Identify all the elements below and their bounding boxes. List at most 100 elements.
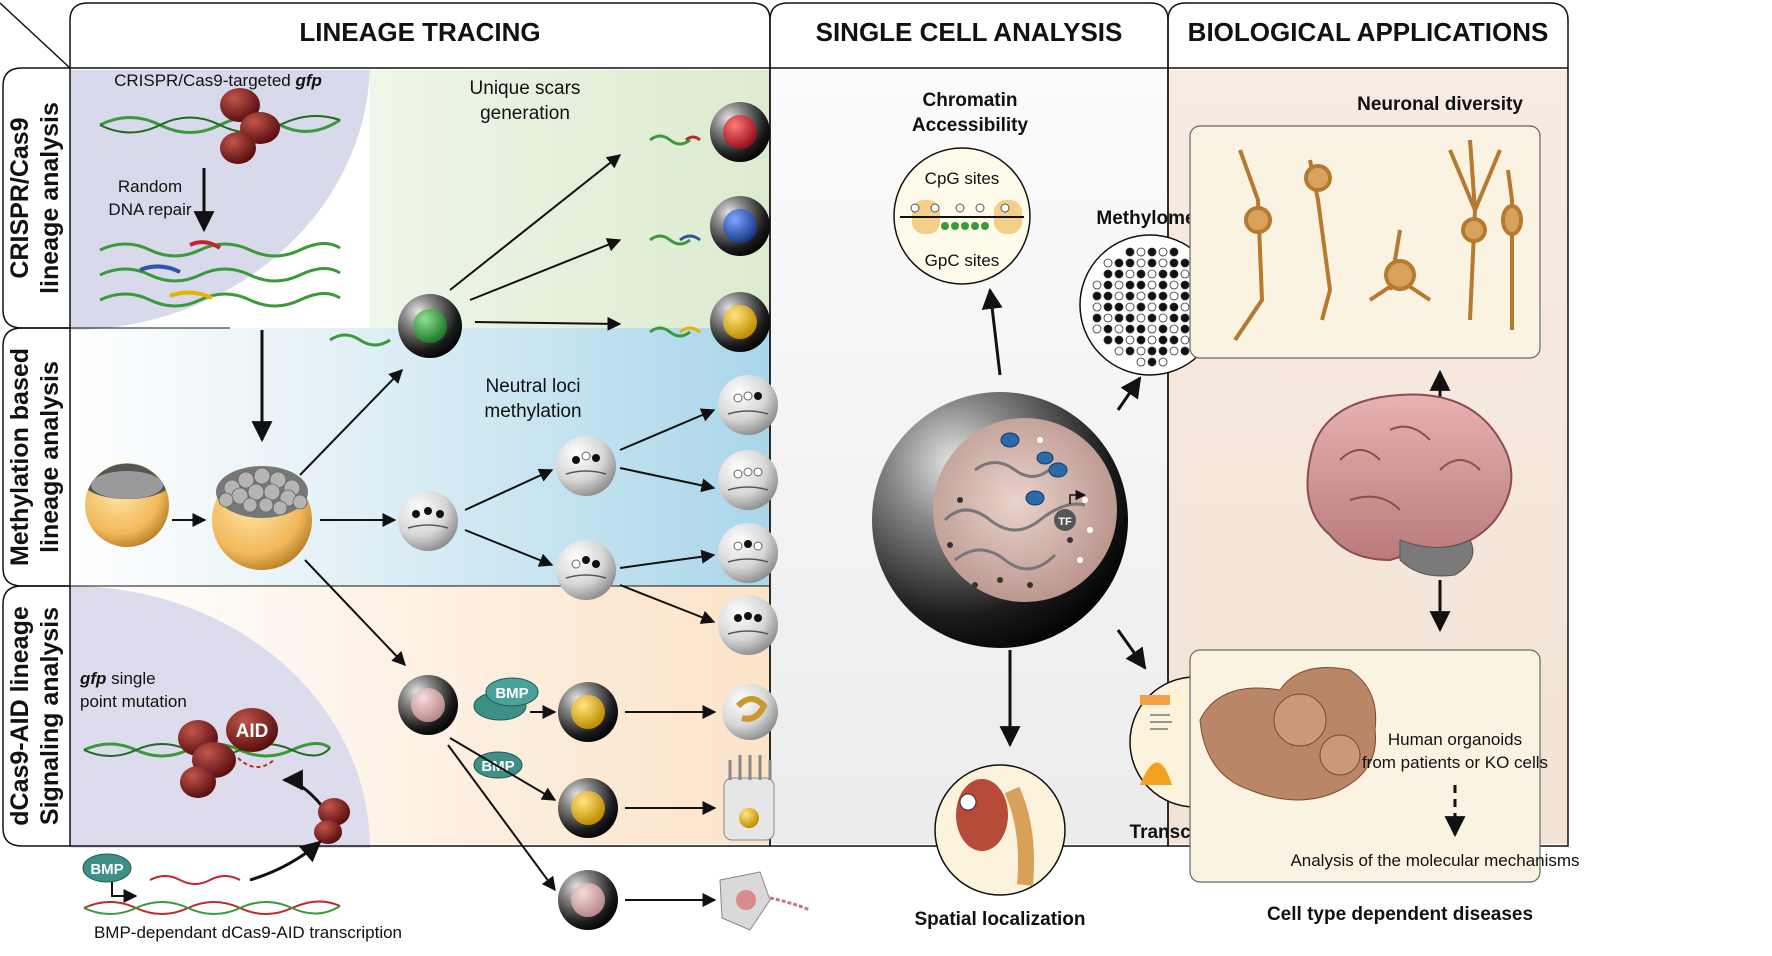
methylome-text: Methylome	[1096, 208, 1195, 229]
methylation-dot	[1147, 346, 1157, 356]
methylation-dot	[1092, 291, 1102, 301]
methylation-section: Neutral loci methylation	[398, 375, 778, 655]
methylation-dot	[1158, 357, 1168, 367]
methylation-dot	[1125, 258, 1135, 268]
methylation-dot	[1103, 291, 1113, 301]
methylation-dot	[1158, 302, 1168, 312]
methylation-dot	[1180, 346, 1190, 356]
methylation-dot	[1136, 247, 1146, 257]
neuron-box	[1189, 125, 1541, 359]
svg-text:BMP: BMP	[495, 685, 528, 702]
methylation-dot	[1103, 280, 1113, 290]
meth-cell-leaf-4	[718, 595, 778, 655]
side-labels: CRISPR/Cas9 lineage analysis Methylation…	[6, 102, 64, 826]
methylation-dot	[1103, 324, 1113, 334]
scar-cell-blue	[710, 196, 770, 256]
green-panel	[370, 70, 770, 328]
loci-text-1: Neutral loci	[485, 376, 580, 397]
diff-cell-curled	[722, 684, 778, 740]
crispr-lavender-bg	[70, 70, 370, 331]
methylation-dot	[1103, 258, 1113, 268]
organoids-text-1: Human organoids	[1388, 730, 1522, 749]
methylation-dot	[1092, 280, 1102, 290]
methylation-dot	[1180, 291, 1190, 301]
spatial-circle	[934, 764, 1066, 896]
methylation-dot	[1092, 302, 1102, 312]
methylation-dot	[1125, 291, 1135, 301]
signal-cell-root	[398, 675, 458, 735]
side-dcas-line1: dCas9-AID lineage	[6, 606, 34, 826]
signal-cell-pink	[558, 870, 618, 930]
signal-cell-gold	[558, 682, 618, 742]
spatial-text: Spatial localization	[914, 909, 1085, 930]
methylation-dot	[1158, 291, 1168, 301]
methylation-dot	[1136, 291, 1146, 301]
methylation-dot	[1136, 280, 1146, 290]
aid-label: AID	[236, 721, 269, 742]
methylation-dot	[1147, 313, 1157, 323]
side-crispr-line2: lineage analysis	[36, 102, 64, 294]
green-progenitor-cell	[398, 294, 462, 358]
scars-text-2: generation	[480, 103, 570, 124]
diff-cell-hair	[723, 755, 775, 841]
side-meth-line1: Methylation based	[6, 348, 34, 566]
repair-text-1: Random	[118, 177, 182, 196]
brain-icon	[1306, 393, 1513, 577]
methylation-dot	[1180, 335, 1190, 345]
side-crispr-line1: CRISPR/Cas9	[6, 117, 34, 278]
side-dcas-line2: Signaling analysis	[36, 607, 64, 825]
bmp-transcription-text: BMP-dependant dCas9-AID transcription	[94, 923, 402, 942]
methylation-dot	[1169, 258, 1179, 268]
single-cell-section: Chromatin Accessibility CpG sites GpC si…	[872, 90, 1261, 930]
methylation-dot	[1114, 258, 1124, 268]
methylation-dot	[1169, 324, 1179, 334]
signal-cell-yellow	[558, 778, 618, 838]
methylation-dot	[1092, 313, 1102, 323]
crispr-dna-target	[99, 115, 341, 134]
methylation-dot	[1169, 247, 1179, 257]
methylation-dot	[1114, 313, 1124, 323]
methylation-dot	[1125, 280, 1135, 290]
methylation-dot	[1169, 280, 1179, 290]
embryo-morula	[212, 466, 312, 570]
big-cell: TF	[872, 392, 1128, 648]
meth-cell-leaf-1	[718, 375, 778, 435]
header-single-cell: SINGLE CELL ANALYSIS	[816, 17, 1123, 47]
meth-cell-leaf-2	[718, 450, 778, 510]
svg-text:CpG sites: CpG sites	[925, 169, 1000, 188]
methylation-dot	[1114, 324, 1124, 334]
dcas9-aid-complex-icon: AID	[178, 708, 278, 798]
methylation-dot	[1147, 258, 1157, 268]
svg-text:GpC sites: GpC sites	[925, 251, 1000, 270]
methylation-dot	[1136, 335, 1146, 345]
methylation-dot	[1125, 269, 1135, 279]
tf-label: TF	[1058, 516, 1072, 528]
methylation-dot	[1180, 324, 1190, 334]
methylation-dot	[1114, 302, 1124, 312]
methylation-dot	[1147, 269, 1157, 279]
methylation-dot	[1114, 291, 1124, 301]
bmp-promoter-dna	[83, 900, 341, 915]
methylation-dot	[1169, 335, 1179, 345]
oocyte-cell	[85, 463, 169, 547]
methylation-dot	[1169, 269, 1179, 279]
mechanisms-text: Analysis of the molecular mechanisms	[1290, 851, 1579, 870]
methylation-dot	[1136, 313, 1146, 323]
methylation-dot	[1103, 269, 1113, 279]
methylation-dot	[1180, 258, 1190, 268]
methylation-dot	[1147, 357, 1157, 367]
diff-cell-neuron	[719, 871, 811, 931]
panel-frames	[0, 2, 1569, 847]
methylation-dot	[1092, 324, 1102, 334]
methylation-dot	[1125, 313, 1135, 323]
svg-text:BMP: BMP	[90, 861, 123, 878]
methylation-dot	[1114, 280, 1124, 290]
organoids-text-2: from patients or KO cells	[1362, 753, 1548, 772]
methylation-dot	[1158, 269, 1168, 279]
methylation-dot	[1158, 313, 1168, 323]
mut-text-1: gfp single	[79, 669, 156, 688]
methylation-dot	[1136, 324, 1146, 334]
embryo-flow	[85, 330, 406, 667]
methylation-dot	[1158, 324, 1168, 334]
methylation-dot	[1103, 335, 1113, 345]
